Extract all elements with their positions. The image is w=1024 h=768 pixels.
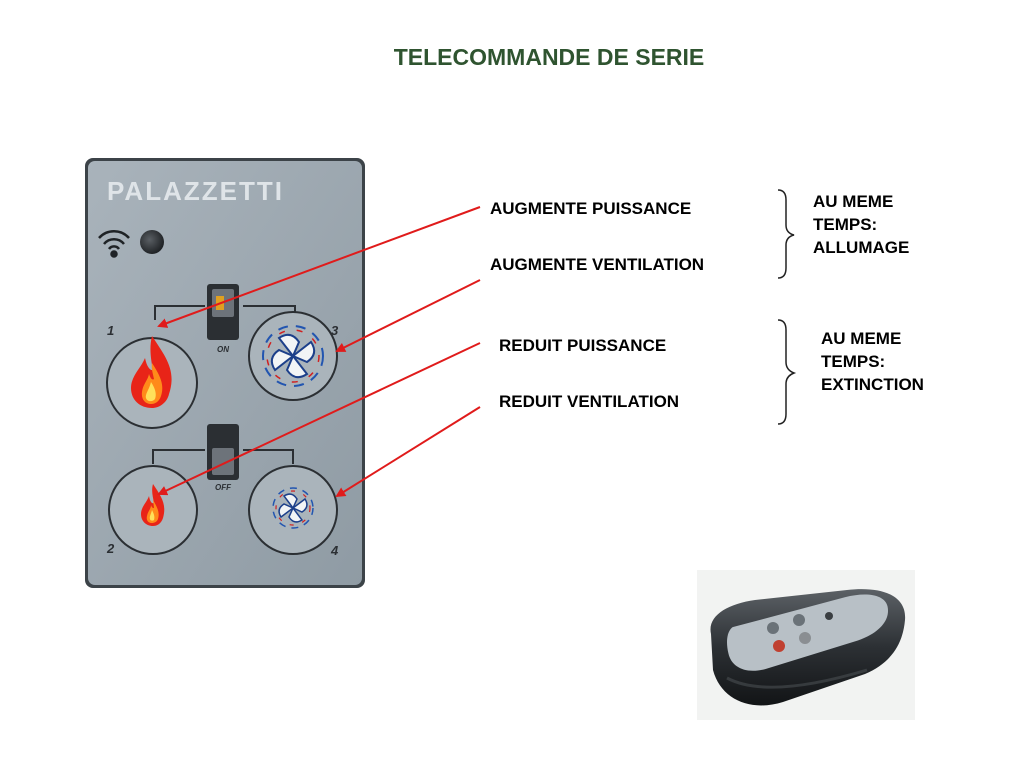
led-indicator [140, 230, 164, 254]
remote-photo [697, 570, 915, 720]
button-3-number: 3 [331, 323, 339, 338]
signal-icon [98, 229, 130, 258]
button-3-increase-ventilation[interactable] [248, 311, 338, 401]
arrow-augmente-puissance [157, 206, 481, 328]
button-4-number: 4 [330, 543, 339, 558]
arrow-reduit-ventilation [335, 406, 481, 498]
note-extinction: AU MEME TEMPS: EXTINCTION [821, 329, 924, 394]
switch-on-label: ON [217, 345, 229, 354]
button-2-number: 2 [106, 541, 115, 556]
label-reduit-puissance: REDUIT PUISSANCE [499, 336, 667, 355]
button-4-reduce-ventilation[interactable] [248, 465, 338, 555]
fan-small-icon [272, 487, 314, 529]
brace-extinction [777, 319, 797, 425]
note-allumage: AU MEME TEMPS: ALLUMAGE [813, 192, 910, 257]
arrow-augmente-ventilation [335, 279, 481, 352]
label-augmente-ventilation: AUGMENTE VENTILATION [490, 255, 705, 274]
label-reduit-ventilation: REDUIT VENTILATION [499, 392, 680, 411]
fan-icon [262, 325, 324, 387]
label-augmente-puissance: AUGMENTE PUISSANCE [490, 199, 692, 218]
button-1-increase-power[interactable] [106, 336, 198, 429]
remote-control-diagram: PALAZZETTI ON 1 [85, 158, 365, 588]
flame-icon [131, 336, 172, 408]
brand-logo: PALAZZETTI [107, 176, 284, 206]
button-1-number: 1 [107, 323, 114, 338]
arrow-reduit-puissance [157, 342, 481, 496]
switch-off-icon [207, 424, 239, 480]
brace-allumage [777, 189, 795, 279]
page-title: TELECOMMANDE DE SERIE [393, 44, 705, 70]
switch-off-label: OFF [215, 483, 232, 492]
